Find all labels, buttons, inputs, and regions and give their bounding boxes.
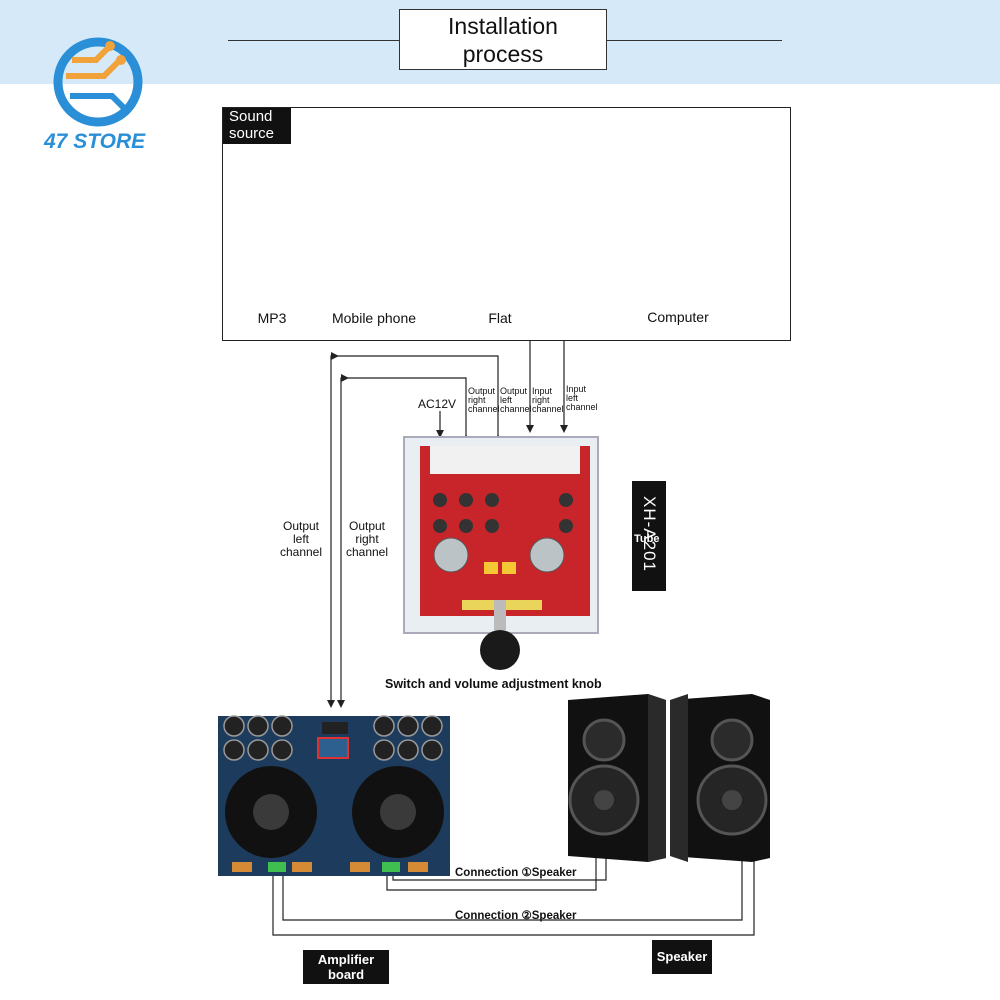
brand-name: 47 STORE [44, 130, 146, 153]
sound-source-frame [222, 107, 791, 341]
device-label-computer: Computer [647, 309, 709, 325]
preamp-board-image [403, 436, 599, 670]
amplifier-board-tag: Amplifier board [303, 950, 389, 984]
cable-label-line: right [355, 532, 379, 546]
amplifier-tag-line-2: board [327, 967, 365, 982]
cable-label-output-right: Output right channel [342, 520, 392, 559]
speaker-tag: Speaker [652, 940, 712, 974]
device-label-mp3: MP3 [257, 310, 287, 326]
device-label-flat: Flat [488, 310, 512, 326]
jack-label-line: right [468, 395, 486, 405]
page-title: Installation process [399, 9, 607, 70]
jack-label-line: channel [500, 404, 532, 414]
title-line-1: Installation [448, 13, 558, 39]
sound-source-tag: Sound source [223, 108, 291, 144]
title-rule-right [607, 40, 782, 41]
cable-label-line: left [292, 532, 309, 546]
cable-label-output-left: Output left channel [274, 520, 328, 559]
device-label-phone: Mobile phone [331, 310, 417, 326]
jack-label-output-left: Output left channel [500, 387, 532, 414]
cable-label-line: channel [279, 545, 323, 559]
jack-label-line: channel [532, 404, 564, 414]
jack-label-line: left [566, 393, 579, 403]
sound-source-tag-line-1: Sound [229, 108, 273, 125]
title-rule-left [228, 40, 399, 41]
jack-label-line: Output [468, 386, 496, 396]
jack-label-line: channel [566, 402, 598, 412]
amplifier-tag-line-1: Amplifier [317, 952, 375, 967]
amplifier-board-image [218, 715, 450, 876]
brand-logo-icon [53, 37, 143, 127]
sound-source-tag-line-2: source [229, 125, 275, 142]
jack-label-line: Input [532, 386, 553, 396]
knob-label: Switch and volume adjustment knob [385, 677, 602, 691]
jack-label-input-right: Input right channel [532, 387, 564, 414]
power-label: AC12V [418, 397, 457, 411]
connection-speaker-2-label: Connection ②Speaker [455, 910, 577, 922]
speaker-left-image [568, 694, 666, 862]
cable-label-line: Output [348, 519, 386, 533]
speaker-right-image [670, 694, 770, 862]
jack-label-line: left [500, 395, 513, 405]
jack-label-output-right: Output right channel [468, 387, 500, 414]
jack-label-line: Output [500, 386, 528, 396]
jack-label-line: right [532, 395, 550, 405]
jack-label-line: channel [468, 404, 500, 414]
model-tag: XH-A201 [632, 481, 666, 591]
cable-label-line: channel [345, 545, 389, 559]
cable-label-line: Output [282, 519, 320, 533]
title-line-2: process [462, 41, 544, 67]
jack-label-input-left: Input left channel [566, 385, 598, 412]
jack-label-line: Input [566, 384, 587, 394]
tube-label: Tube [634, 533, 660, 545]
connection-speaker-1-label: Connection ①Speaker [455, 867, 577, 879]
